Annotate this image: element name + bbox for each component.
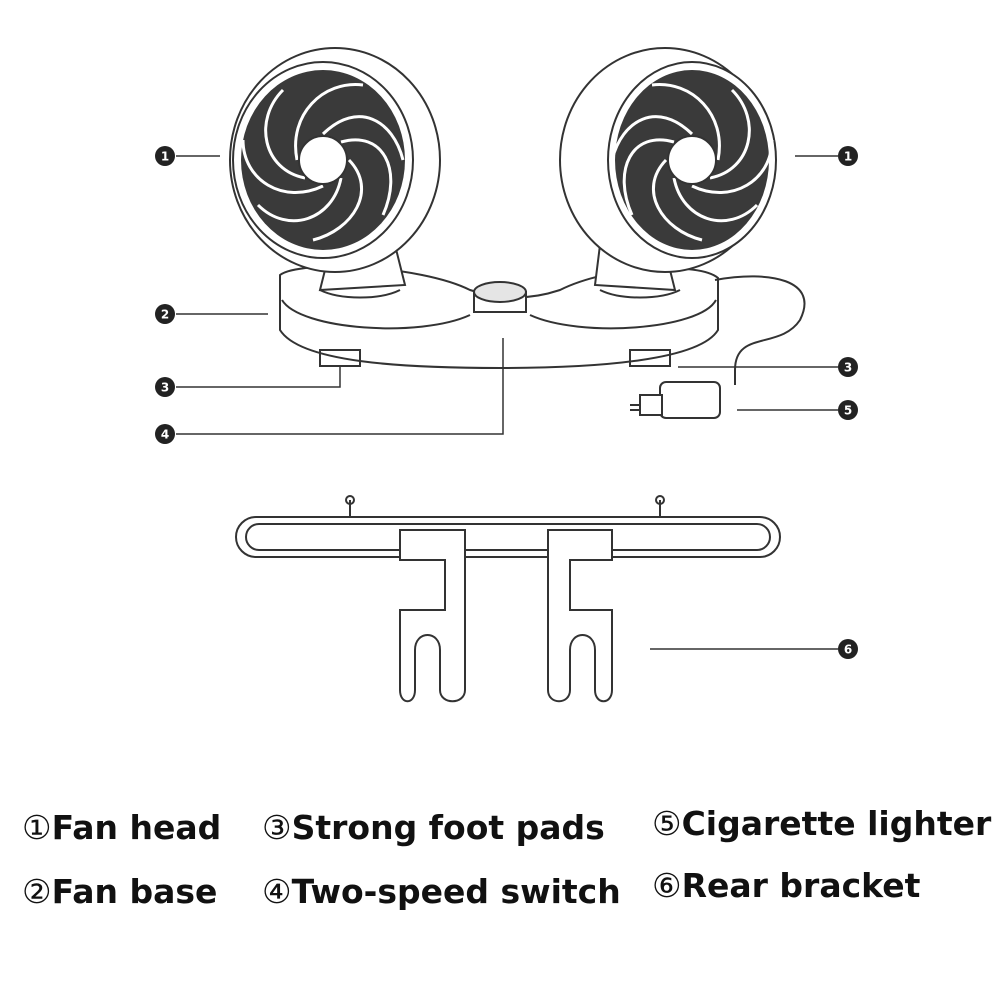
fan-head-right xyxy=(559,47,777,292)
callout-marker: 3 xyxy=(155,377,175,397)
svg-text:3: 3 xyxy=(844,361,852,375)
legend-item-fan-head: ①Fan head xyxy=(22,808,222,847)
foot-pad-left xyxy=(319,349,361,367)
callout-marker: 1 xyxy=(838,146,858,166)
legend-item-rear-bracket: ⑥Rear bracket xyxy=(652,866,921,905)
svg-text:1: 1 xyxy=(161,150,169,164)
legend-item-switch: ④Two-speed switch xyxy=(262,872,621,911)
cigarette-lighter-plug xyxy=(630,275,806,419)
callout-marker: 5 xyxy=(838,400,858,420)
callout-marker: 1 xyxy=(155,146,175,166)
svg-text:5: 5 xyxy=(844,404,852,418)
svg-text:4: 4 xyxy=(161,428,169,442)
svg-text:2: 2 xyxy=(161,308,169,322)
legend-item-foot-pads: ③Strong foot pads xyxy=(262,808,605,847)
fan-base xyxy=(279,265,719,370)
legend-item-fan-base: ②Fan base xyxy=(22,872,218,911)
product-diagram: 1 1 2 3 3 4 5 6 xyxy=(155,47,858,703)
two-speed-switch xyxy=(473,281,527,313)
svg-text:1: 1 xyxy=(844,150,852,164)
callout-marker: 6 xyxy=(838,639,858,659)
callout-marker: 4 xyxy=(155,424,175,444)
svg-text:6: 6 xyxy=(844,643,852,657)
legend: ①Fan head ②Fan base ③Strong foot pads ④T… xyxy=(0,790,1000,930)
callout-marker: 3 xyxy=(838,357,858,377)
fan-head-left xyxy=(229,47,441,292)
legend-item-cigarette-lighter: ⑤Cigarette lighter xyxy=(652,804,992,843)
foot-pad-right xyxy=(629,349,671,367)
callout-marker: 2 xyxy=(155,304,175,324)
rear-bracket xyxy=(235,495,781,703)
svg-text:3: 3 xyxy=(161,381,169,395)
